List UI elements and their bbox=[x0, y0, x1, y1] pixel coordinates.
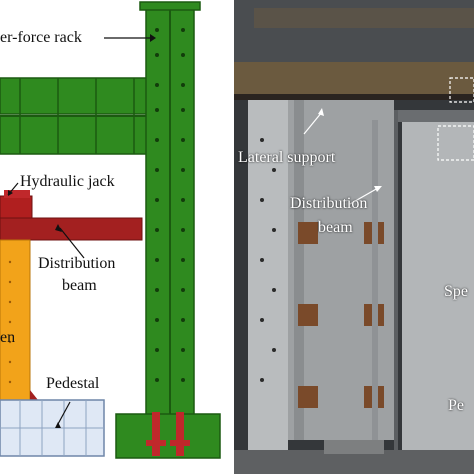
lateral-support-beam bbox=[234, 62, 474, 96]
photo-pedestal-label: Pe bbox=[448, 397, 464, 414]
pedestal-leader bbox=[57, 401, 71, 425]
jack-arrowhead bbox=[8, 190, 13, 196]
beam-photo-leader bbox=[349, 187, 379, 205]
beam-leader bbox=[59, 227, 85, 259]
distribution-beam-label-line2: beam bbox=[62, 277, 97, 294]
distribution-beam bbox=[0, 217, 143, 241]
photo-beam-label-line2: beam bbox=[318, 219, 353, 236]
detail-box-top bbox=[449, 77, 474, 103]
specimen-label: en bbox=[0, 329, 16, 346]
specimen bbox=[0, 239, 38, 401]
detail-box-mid bbox=[437, 125, 474, 161]
photo-beam-label-line1: Distribution bbox=[290, 195, 368, 212]
distribution-beam-label-line1: Distribution bbox=[38, 255, 116, 272]
rack-label: er-force rack bbox=[0, 29, 82, 46]
leader-lines bbox=[7, 37, 150, 425]
hydraulic-jack bbox=[0, 190, 33, 219]
beam-arrowhead bbox=[55, 224, 62, 232]
reaction-rack-base bbox=[115, 412, 221, 459]
pedestal bbox=[0, 399, 105, 457]
schematic-svg bbox=[0, 1, 221, 459]
specimen-photo bbox=[402, 118, 474, 458]
pedestal-arrowhead bbox=[55, 422, 61, 428]
schematic-diagram-panel: er-force rack Hydraulic jack Distributio… bbox=[0, 0, 232, 474]
lateral-support-leader bbox=[303, 111, 323, 135]
lateral-support-label: Lateral support bbox=[238, 149, 336, 166]
test-setup-photo-panel: Lateral support Distribution beam Spe Pe bbox=[234, 0, 474, 474]
rack-arrowhead bbox=[150, 34, 156, 42]
reaction-rack-column bbox=[139, 1, 201, 417]
photo-specimen-label: Spe bbox=[444, 283, 468, 300]
hydraulic-jack-label: Hydraulic jack bbox=[20, 173, 115, 190]
test-setup-photo bbox=[234, 0, 474, 474]
pedestal-label: Pedestal bbox=[46, 375, 100, 392]
